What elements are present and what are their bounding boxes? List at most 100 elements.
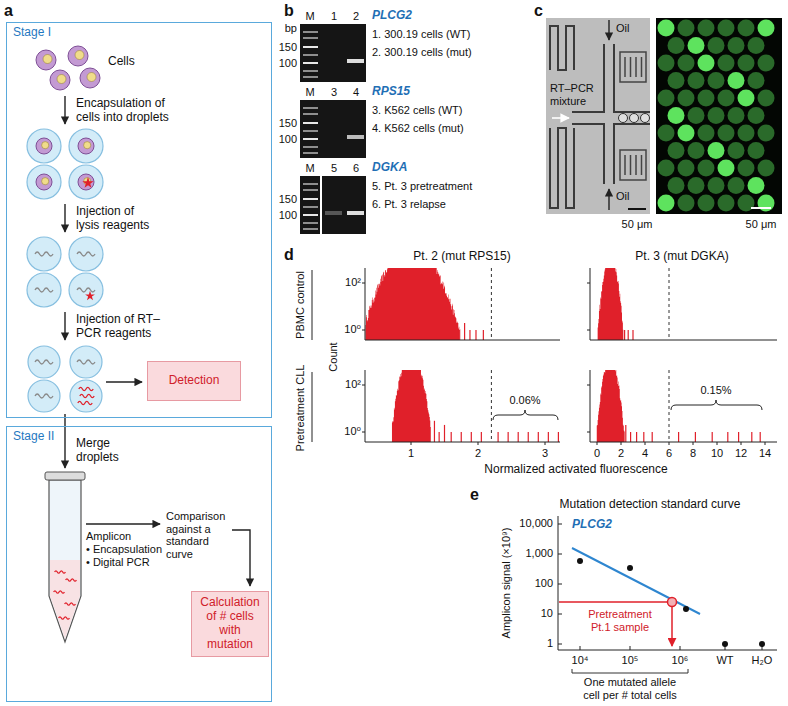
axis-tick xyxy=(587,330,590,331)
figure-label: 4 xyxy=(353,86,359,99)
label-slot: 150 xyxy=(297,117,315,130)
figure-label: H₂O xyxy=(752,654,773,667)
cell-nucleus xyxy=(87,73,96,82)
fluorescent-droplet xyxy=(728,177,745,194)
step-label: Merge droplets xyxy=(76,436,128,464)
label-slot: Mutation detection standard curve xyxy=(650,498,788,512)
figure-label: 1,000 xyxy=(525,547,553,560)
fluorescent-droplet xyxy=(708,37,725,54)
cell xyxy=(50,70,70,90)
pcr-band xyxy=(347,59,364,63)
label-slot: WT xyxy=(725,654,742,667)
droplet xyxy=(28,380,60,412)
label-slot: Count xyxy=(333,357,362,370)
brightfield-image xyxy=(546,18,650,214)
stage-heading: Stage I xyxy=(7,23,57,43)
label-slot: d xyxy=(284,246,294,264)
fluorescent-droplet xyxy=(668,107,685,124)
fluorescent-droplet xyxy=(658,20,675,37)
figure-label: 10 xyxy=(541,607,553,620)
panel-a-art xyxy=(27,46,250,642)
figure-label: 50 μm xyxy=(746,218,777,231)
stage-heading: Stage II xyxy=(7,427,60,447)
label-slot: Amplicon signal (×10⁹) xyxy=(506,583,617,596)
panel-heading: Mutation detection standard curve xyxy=(560,498,741,512)
event-spike xyxy=(630,432,631,442)
fluorescent-droplet xyxy=(698,195,715,212)
label-slot: Oil xyxy=(616,190,629,203)
fluorescent-droplet xyxy=(698,160,715,177)
figure-label: Count xyxy=(327,342,340,371)
label-slot: 8 xyxy=(693,447,699,460)
label-slot: RT–PCR mixture xyxy=(550,82,598,107)
gene-name: RPS15 xyxy=(372,85,410,99)
figure-label: 8 xyxy=(690,447,696,460)
nucleic-acid-strand xyxy=(35,394,53,398)
axis-tick xyxy=(587,432,590,433)
label-slot: Normalized activated fluorescence xyxy=(576,463,759,477)
nucleic-acid-strand xyxy=(79,387,93,390)
panel-letter: c xyxy=(534,2,543,20)
label-slot: 4 xyxy=(645,447,651,460)
panel-e-art xyxy=(558,516,777,673)
label-slot: 5 xyxy=(334,162,340,175)
axis-tick xyxy=(558,554,562,555)
fluorescent-droplet xyxy=(658,125,675,142)
figure-label: 10⁰ xyxy=(344,425,361,438)
figure-label: 1 xyxy=(408,447,414,460)
gel-image xyxy=(300,24,366,82)
figure-label: 10,000 xyxy=(519,517,553,530)
fluorescent-droplet xyxy=(738,55,755,72)
fluorescent-droplet xyxy=(748,142,765,159)
step-label: Cells xyxy=(108,54,135,68)
fluorescent-droplet xyxy=(728,107,745,124)
droplet xyxy=(27,129,61,163)
event-spike xyxy=(678,432,679,442)
label-slot: Merge droplets xyxy=(76,436,128,464)
droplet xyxy=(27,165,61,199)
figure-label: bp xyxy=(285,22,297,35)
figure-label: 10⁴ xyxy=(572,654,589,667)
fluorescent-droplet xyxy=(748,177,765,194)
label-slot: 4 xyxy=(356,86,362,99)
axis-tick xyxy=(580,646,581,650)
droplet xyxy=(69,273,103,307)
label-slot: bp xyxy=(297,22,309,35)
event-spike xyxy=(624,330,625,340)
fluorescent-droplet xyxy=(718,125,735,142)
droplet xyxy=(70,346,102,378)
cell xyxy=(36,50,56,70)
figure-label: 150 xyxy=(279,193,297,206)
ladder-band xyxy=(303,107,318,109)
fit-line xyxy=(572,548,700,614)
label-slot: 3. K562 cells (WT) xyxy=(372,104,462,117)
axis-tick xyxy=(558,644,562,645)
figure-label: PBMC control xyxy=(294,271,307,339)
nucleic-acid-strand xyxy=(35,252,53,256)
event-spike xyxy=(636,432,637,442)
event-spike xyxy=(434,421,435,442)
label-slot: 10⁵ xyxy=(630,654,647,667)
event-spike xyxy=(632,330,633,340)
flow-arrow xyxy=(608,20,609,40)
fluorescent-droplet xyxy=(698,55,715,72)
axis-tick xyxy=(693,442,694,445)
droplet xyxy=(69,129,103,163)
figure-label: 0.06% xyxy=(509,394,540,407)
fluorescent-droplet xyxy=(758,55,775,72)
step-label: Injection of lysis reagents xyxy=(76,204,156,232)
cell-nucleus xyxy=(75,51,84,60)
panel-b-art xyxy=(300,24,366,234)
figure-label: 10⁶ xyxy=(672,654,689,667)
event-spike xyxy=(528,432,529,442)
flow-arrow xyxy=(552,117,569,119)
event-spike xyxy=(625,425,626,442)
ladder-band xyxy=(303,62,318,64)
label-slot: 100 xyxy=(297,209,315,222)
label-slot: 10⁰ xyxy=(361,425,378,438)
filter-pillar xyxy=(635,155,637,175)
event-spike xyxy=(481,432,482,442)
channel-wall xyxy=(572,124,650,184)
